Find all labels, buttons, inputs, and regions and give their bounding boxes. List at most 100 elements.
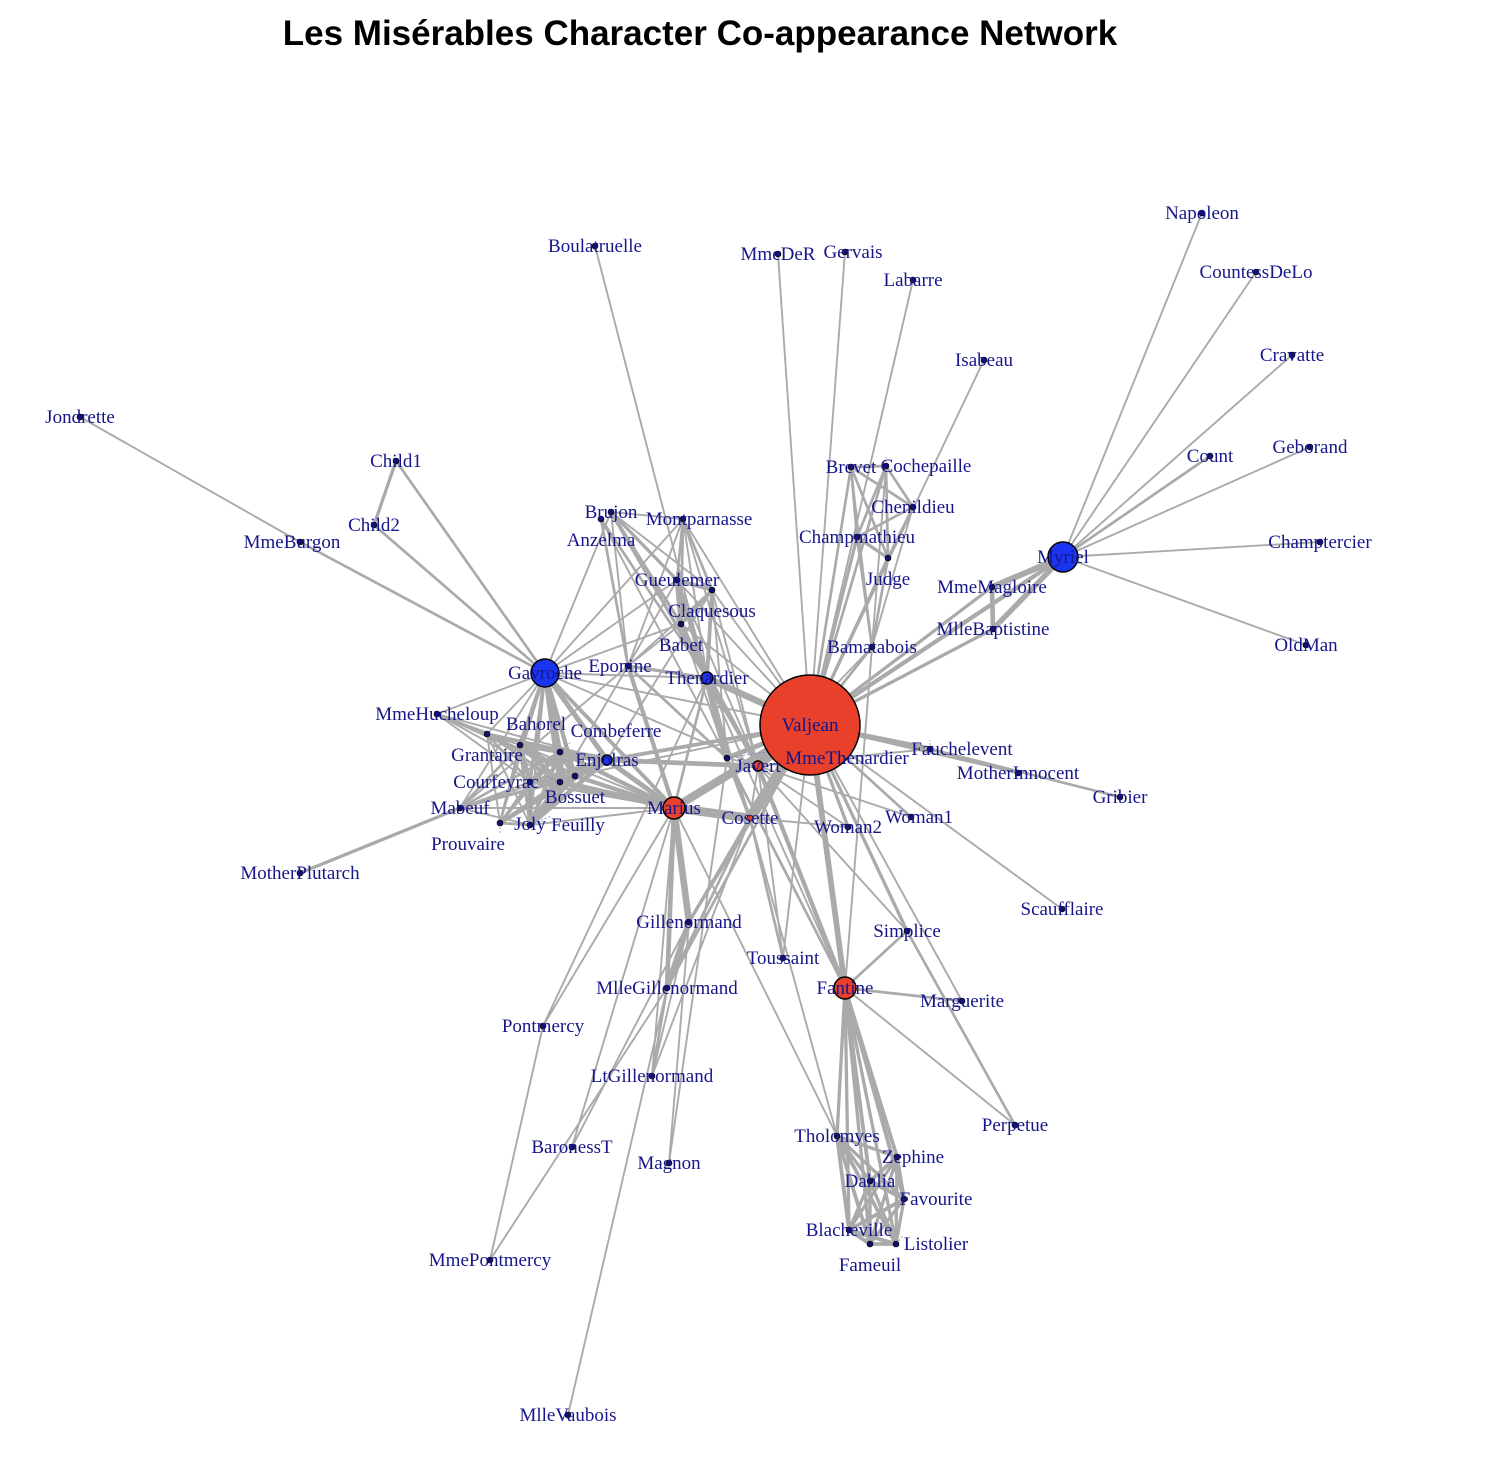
node-gueulemer[interactable] [673, 576, 681, 584]
node-gribier[interactable] [1116, 793, 1124, 801]
edge-marius-thenardier [672, 677, 709, 809]
node-napoleon[interactable] [1198, 209, 1206, 217]
node-favourite[interactable] [900, 1195, 908, 1203]
node-brujon[interactable] [607, 508, 615, 516]
node-thenardier[interactable] [700, 671, 714, 685]
node-mlle-baptistine[interactable] [989, 625, 997, 633]
node-bamatabois[interactable] [868, 643, 876, 651]
node-perpetue[interactable] [1011, 1121, 1019, 1129]
node-baroness-t[interactable] [568, 1143, 576, 1151]
node-boulatruelle[interactable] [591, 242, 599, 250]
node-bossuet[interactable] [571, 772, 579, 780]
node-child2[interactable] [370, 521, 378, 529]
node-cochepaille[interactable] [882, 462, 890, 470]
node-valjean[interactable] [759, 674, 861, 776]
node-fameuil[interactable] [866, 1240, 874, 1248]
node-labarre[interactable] [909, 276, 917, 284]
node-grantaire[interactable] [483, 730, 491, 738]
node-gillenormand[interactable] [685, 918, 693, 926]
node-listolier[interactable] [892, 1240, 900, 1248]
node-isabeau[interactable] [980, 356, 988, 364]
node-label-dahlia: Dahlia [845, 1171, 896, 1192]
node-label-champmathieu: Champmathieu [799, 527, 916, 548]
edge-mme-hucheloup-courfeyrac [436, 713, 561, 783]
node-label-joly: Joly [514, 814, 546, 835]
node-mabeuf[interactable] [456, 804, 464, 812]
node-judge[interactable] [884, 554, 892, 562]
node-enjolras[interactable] [601, 754, 613, 766]
node-label-thenardier: Thenardier [665, 668, 749, 689]
node-mme-thenardier[interactable] [723, 754, 731, 762]
edge-mme-thenardier-fantine [725, 757, 847, 989]
node-mother-plutarch[interactable] [296, 869, 304, 877]
node-mme-magloire[interactable] [988, 583, 996, 591]
node-babet[interactable] [677, 620, 685, 628]
node-magnon[interactable] [665, 1159, 673, 1167]
edge-fantine-listolier [843, 987, 898, 1245]
node-mme-pontmercy[interactable] [486, 1256, 494, 1264]
node-cosette[interactable] [746, 814, 754, 822]
edge-brevet-judge [849, 466, 890, 559]
edge-fameuil-tholomyes [835, 1135, 872, 1245]
edge-feuilly-mabeuf [459, 807, 531, 826]
node-feuilly[interactable] [526, 821, 534, 829]
node-montparnasse[interactable] [679, 515, 687, 523]
node-fantine[interactable] [833, 976, 857, 1000]
node-prouvaire[interactable] [496, 819, 504, 827]
node-combeferre[interactable] [556, 748, 564, 756]
node-woman1[interactable] [907, 813, 915, 821]
node-javert[interactable] [752, 760, 764, 772]
node-toussaint[interactable] [779, 954, 787, 962]
node-mme-de-r[interactable] [774, 250, 782, 258]
node-chenildieu[interactable] [909, 503, 917, 511]
node-brevet[interactable] [847, 463, 855, 471]
node-label-cravatte: Cravatte [1260, 345, 1324, 366]
node-cravatte[interactable] [1288, 351, 1296, 359]
node-tholomyes[interactable] [833, 1132, 841, 1140]
node-countess-de-lo[interactable] [1252, 268, 1260, 276]
node-label-bamatabois: Bamatabois [827, 637, 917, 658]
edge-old-man-myriel [1062, 556, 1307, 646]
node-champtercier[interactable] [1316, 538, 1324, 546]
node-geborand[interactable] [1306, 443, 1314, 451]
node-eponine[interactable] [624, 662, 632, 670]
node-mlle-vaubois[interactable] [564, 1411, 572, 1419]
node-count[interactable] [1206, 452, 1214, 460]
node-child1[interactable] [392, 457, 400, 465]
node-gervais[interactable] [841, 248, 849, 256]
node-mlle-gillenormand[interactable] [663, 984, 671, 992]
node-mme-hucheloup[interactable] [433, 710, 441, 718]
edge-fantine-dahlia [843, 987, 872, 1182]
edge-napoleon-myriel [1062, 212, 1203, 558]
node-label-cosette: Cosette [722, 808, 779, 829]
node-dahlia[interactable] [866, 1177, 874, 1185]
node-mother-innocent[interactable] [1014, 769, 1022, 777]
node-myriel[interactable] [1047, 541, 1079, 573]
node-marius[interactable] [662, 796, 686, 820]
node-simplice[interactable] [903, 927, 911, 935]
node-courfeyrac[interactable] [556, 778, 564, 786]
node-claquesous[interactable] [708, 586, 716, 594]
node-lt-gillenormand[interactable] [648, 1072, 656, 1080]
edge-marius-gavroche [543, 671, 676, 810]
node-bahorel[interactable] [516, 741, 524, 749]
node-pontmercy[interactable] [539, 1022, 547, 1030]
node-gavroche[interactable] [530, 658, 560, 688]
edge-enjolras-gavroche [542, 671, 610, 762]
node-joly[interactable] [526, 778, 534, 786]
node-anzelma[interactable] [597, 515, 605, 523]
node-woman2[interactable] [844, 823, 852, 831]
node-zephine[interactable] [893, 1153, 901, 1161]
node-old-man[interactable] [1302, 641, 1310, 649]
node-fauchelevent[interactable] [926, 745, 934, 753]
node-champmathieu[interactable] [853, 533, 861, 541]
node-marguerite[interactable] [958, 997, 966, 1005]
node-blacheville[interactable] [845, 1226, 853, 1234]
edge-zephine-fameuil [868, 1156, 899, 1245]
node-mme-burgon[interactable] [296, 538, 304, 546]
node-jondrette[interactable] [76, 413, 84, 421]
edge-countess-de-lo-myriel [1062, 271, 1257, 558]
node-label-gueulemer: Gueulemer [635, 570, 720, 591]
node-scaufflaire[interactable] [1058, 905, 1066, 913]
